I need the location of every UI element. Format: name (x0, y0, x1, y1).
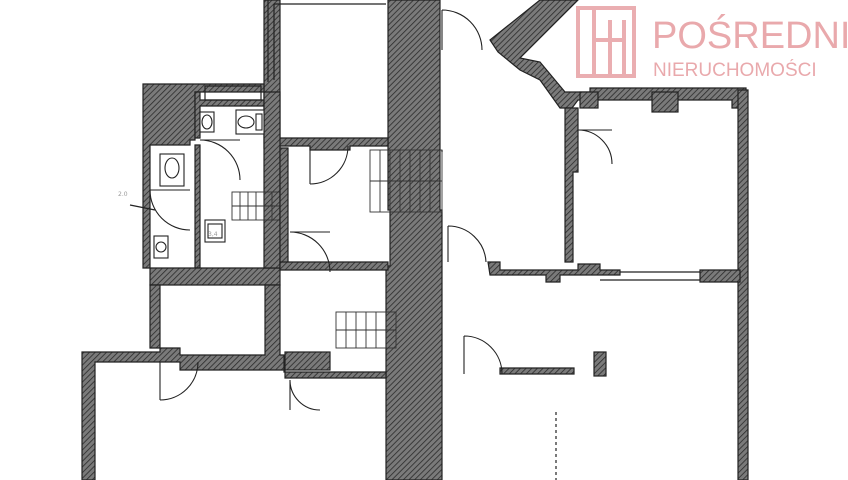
top-room (263, 0, 389, 151)
dimension-label: 3,4 (208, 231, 218, 238)
toilet-icon (199, 111, 215, 133)
right-wing (487, 0, 749, 480)
watermark-line2: NIERUCHOMOŚCI (653, 59, 817, 81)
lower-left-room (81, 284, 387, 480)
door (463, 335, 503, 375)
toilet-icon (159, 153, 185, 187)
lower-stair (335, 311, 397, 349)
toilet-icon (235, 109, 265, 135)
sink-icon (204, 219, 226, 243)
main-stair (369, 149, 443, 213)
watermark-logo (576, 6, 636, 78)
stair-hall (279, 145, 389, 273)
door (577, 129, 613, 165)
dimension-label: 2.0 (118, 191, 128, 198)
watermark-line1: POŚREDNIK (652, 12, 848, 57)
door (441, 9, 483, 51)
sink-icon (153, 235, 169, 259)
wc-door (149, 189, 191, 231)
central-wall (385, 0, 443, 480)
small-stair (231, 191, 281, 221)
door (447, 225, 487, 263)
wc-block (142, 83, 281, 286)
wc-door (199, 139, 241, 181)
